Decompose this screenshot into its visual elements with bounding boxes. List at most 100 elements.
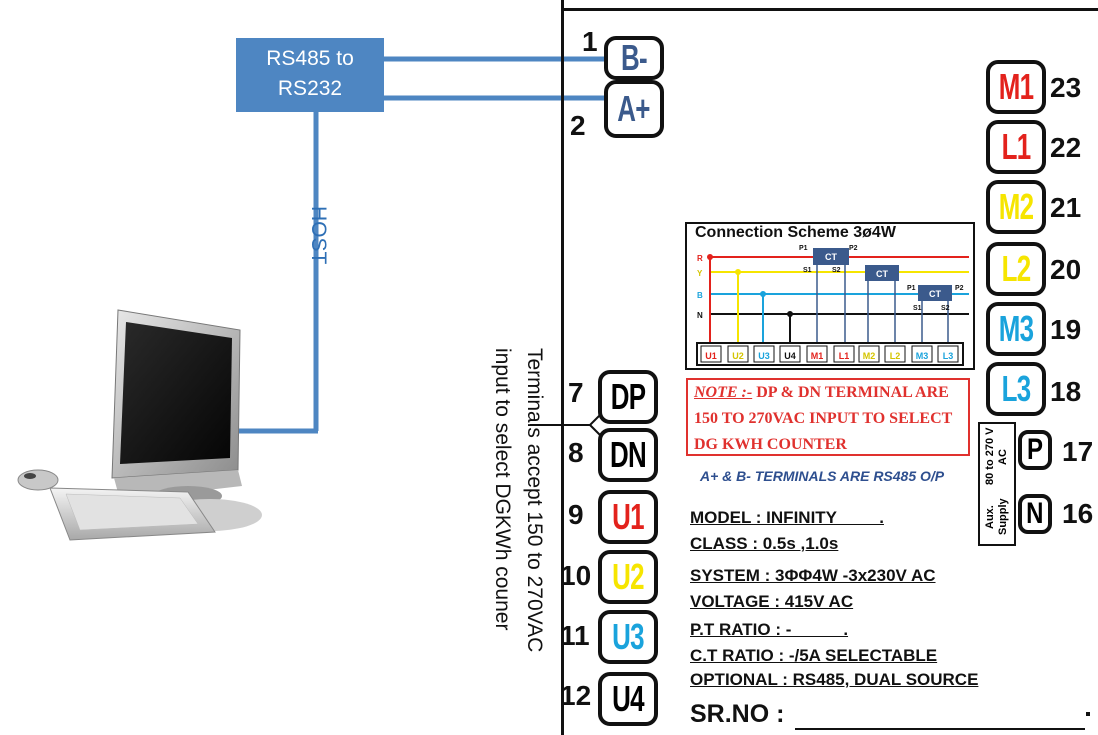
terminal-number: 22	[1050, 132, 1082, 163]
scheme-terminal: L2	[890, 351, 901, 361]
terminal-l1: L1	[986, 120, 1046, 174]
terminal-number: 20	[1050, 254, 1082, 285]
terminal-l2: L2	[986, 242, 1046, 296]
terminal-number: 21	[1050, 192, 1082, 223]
connection-scheme-diagram: R Y B N CT CT CT P1 P2 S1 S2 P1 P2 S1 S2…	[696, 245, 969, 366]
terminal-number: 17	[1062, 436, 1094, 467]
sr-no-underline	[795, 728, 1085, 730]
converter-line1: RS485 to	[266, 47, 354, 70]
spec-ct-ratio: C.T RATIO : -/5A SELECTABLE	[690, 646, 938, 665]
terminal-number: 23	[1050, 72, 1082, 103]
scheme-terminal: M2	[863, 351, 876, 361]
note-head: NOTE :-	[694, 384, 753, 401]
note-line1: DP & DN TERMINAL ARE	[752, 384, 949, 401]
phase-label: B	[697, 291, 703, 300]
scheme-terminal: M1	[811, 351, 824, 361]
phase-label: N	[697, 311, 703, 320]
terminal-label: A+	[617, 88, 651, 129]
terminal-b-minus: B-	[604, 36, 664, 80]
terminal-u3: U3	[598, 610, 658, 664]
spec-pt-ratio: P.T RATIO : - .	[690, 620, 849, 639]
terminal-m1: M1	[986, 60, 1046, 114]
phase-label: Y	[697, 269, 703, 278]
rs485-note: A+ & B- TERMINALS ARE RS485 O/P	[700, 468, 945, 484]
ct-pin-label: S1	[913, 305, 922, 312]
terminal-number: 7	[568, 377, 584, 408]
spec-optional: OPTIONAL : RS485, DUAL SOURCE	[690, 670, 979, 689]
terminal-number: 8	[568, 437, 584, 468]
terminal-label: L2	[1001, 248, 1032, 289]
note-line3: DG KWH COUNTER	[694, 436, 847, 453]
scheme-terminal: U3	[758, 351, 770, 361]
terminal-number: 9	[568, 499, 584, 530]
terminal-label: P	[1026, 433, 1043, 466]
terminal-number: 2	[570, 110, 586, 141]
terminal-label: B-	[621, 37, 648, 78]
ct-label: CT	[876, 269, 888, 279]
terminal-label: M1	[998, 66, 1034, 107]
terminal-a-plus: A+	[604, 80, 664, 138]
ct-pin-label: P1	[907, 285, 916, 292]
scheme-terminal: L1	[839, 351, 850, 361]
terminal-m3: M3	[986, 302, 1046, 356]
terminal-u4: U4	[598, 672, 658, 726]
spec-class: CLASS : 0.5s ,1.0s	[690, 534, 839, 553]
terminal-label: M3	[998, 308, 1034, 349]
note-line2: 150 TO 270VAC INPUT TO SELECT	[694, 410, 953, 427]
dp-dn-description-line2: input to select DGKWh couner	[491, 348, 514, 631]
host-label: HOST	[307, 206, 330, 265]
scheme-terminal: U1	[705, 351, 717, 361]
aux-supply-line1: Aux. Supply	[984, 498, 1009, 536]
ct-pin-label: P2	[955, 285, 964, 292]
terminal-label: U3	[612, 616, 644, 657]
ct-pin-label: S1	[803, 267, 812, 274]
scheme-terminal: U4	[784, 351, 796, 361]
terminal-number: 19	[1050, 314, 1082, 345]
dp-dn-description-line1: Terminals accept 150 to 270VAC	[523, 348, 546, 653]
panel-border-left	[561, 0, 564, 735]
terminal-label: DP	[610, 376, 646, 417]
aux-supply-line2: 80 to 270 V AC	[984, 427, 1009, 486]
converter-line2: RS232	[277, 77, 343, 100]
sr-no-period	[1086, 712, 1090, 716]
terminal-label: DN	[610, 434, 647, 475]
terminal-l3: L3	[986, 362, 1046, 416]
terminal-label: M2	[998, 186, 1034, 227]
rs485-rs232-converter: RS485 to RS232	[236, 38, 384, 112]
aux-supply-label: Aux. Supply 80 to 270 V AC	[978, 422, 1016, 546]
spec-model: MODEL : INFINITY .	[690, 508, 884, 527]
dp-dn-description: Terminals accept 150 to 270VAC input to …	[470, 348, 550, 703]
terminal-p: P	[1018, 430, 1052, 470]
terminal-label: N	[1026, 497, 1044, 530]
computer-icon	[17, 309, 262, 541]
terminal-label: L3	[1001, 368, 1032, 409]
dp-dn-note: NOTE :- DP & DN TERMINAL ARE 150 TO 270V…	[686, 378, 970, 456]
terminal-label: U1	[612, 496, 644, 537]
terminal-u2: U2	[598, 550, 658, 604]
terminal-m2: M2	[986, 180, 1046, 234]
terminal-label: U2	[612, 556, 644, 597]
spec-voltage: VOLTAGE : 415V AC	[690, 592, 854, 611]
panel-border-top	[561, 8, 1098, 11]
ct-pin-label: S2	[832, 267, 841, 274]
terminal-u1: U1	[598, 490, 658, 544]
phase-label: R	[697, 254, 703, 263]
terminal-label: U4	[612, 678, 644, 719]
scheme-terminal: M3	[916, 351, 929, 361]
connection-scheme-title: Connection Scheme 3ø4W	[695, 224, 896, 241]
scheme-terminal: L3	[943, 351, 954, 361]
terminal-n: N	[1018, 494, 1052, 534]
terminal-number: 10	[560, 560, 592, 591]
terminal-number: 1	[582, 26, 598, 57]
spec-system: SYSTEM : 3ΦΦ4W -3x230V AC	[690, 566, 936, 585]
ct-pin-label: P1	[799, 245, 808, 252]
terminal-number: 16	[1062, 498, 1094, 529]
terminal-label: L1	[1001, 126, 1032, 167]
terminal-number: 18	[1050, 376, 1082, 407]
sr-no-label: SR.NO :	[690, 700, 785, 728]
terminal-number: 11	[560, 620, 590, 651]
terminal-dp: DP	[598, 370, 658, 424]
ct-pin-label: S2	[941, 305, 950, 312]
scheme-terminal: U2	[732, 351, 744, 361]
